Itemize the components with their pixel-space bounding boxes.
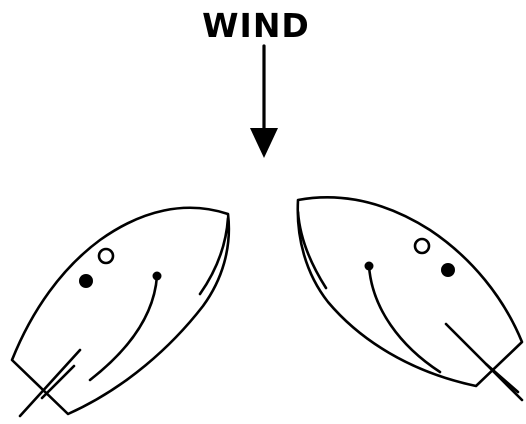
boat-left: [12, 208, 229, 416]
wind-arrow-head: [250, 128, 278, 158]
boat-left-line-2: [42, 366, 74, 398]
boat-left-line-1: [20, 350, 80, 416]
boat-right: [298, 197, 522, 400]
boat-right-line-1: [446, 324, 522, 400]
boat-right-line-2: [486, 364, 518, 392]
boat-right-tiller: [369, 266, 440, 372]
boat-right-mast-dot: [365, 262, 374, 271]
boat-right-filled-circle: [441, 263, 455, 277]
boat-left-open-circle: [99, 249, 113, 263]
boat-left-bow-detail: [200, 218, 228, 294]
wind-arrow: [250, 46, 278, 158]
boat-right-hull: [298, 197, 522, 386]
boat-left-filled-circle: [79, 274, 93, 288]
boat-left-mast-dot: [153, 272, 162, 281]
boat-left-hull: [12, 208, 229, 414]
boat-right-open-circle: [415, 239, 429, 253]
